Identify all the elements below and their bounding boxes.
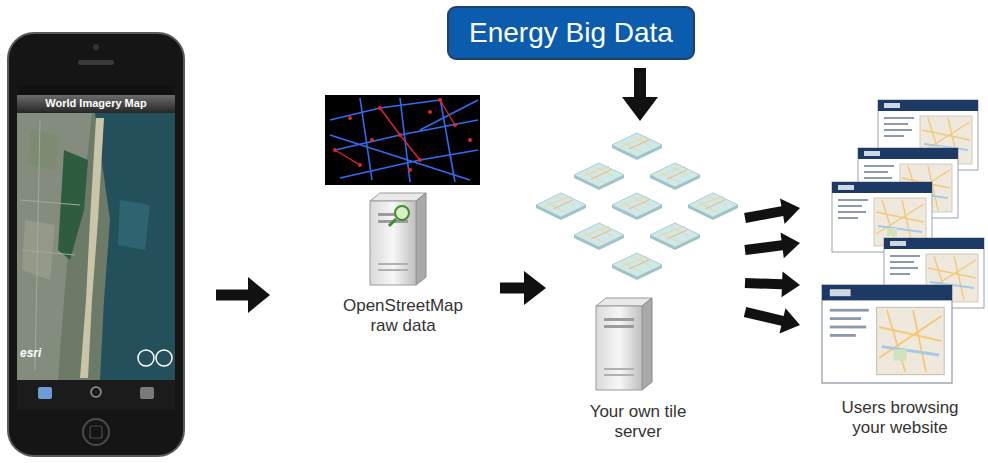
flow-arrow	[745, 271, 800, 297]
server-icon	[596, 298, 652, 390]
node-caption: Users browsing your website	[830, 398, 970, 439]
raw-data-node: OpenStreetMap raw data	[318, 90, 488, 345]
flow-arrow	[622, 68, 658, 121]
node-caption: Your own tile server	[583, 402, 693, 443]
phone-illustration	[8, 33, 184, 456]
server-icon	[370, 193, 426, 285]
map-tiles	[536, 133, 738, 280]
raw-map-image	[325, 95, 480, 185]
website-screenshots	[822, 100, 984, 383]
box-title: Energy Big Data	[469, 17, 673, 49]
data-source-box: Energy Big Data	[447, 6, 695, 60]
node-caption: OpenStreetMap raw data	[333, 296, 473, 337]
magnifier-icon	[389, 206, 409, 226]
flow-arrow	[744, 307, 800, 333]
brand-logo-text: esri	[20, 346, 41, 360]
flow-arrow	[744, 198, 800, 224]
flow-arrow	[744, 232, 800, 258]
website-node: Users browsing your website	[815, 95, 985, 450]
flow-arrow	[500, 271, 546, 305]
app-title: World Imagery Map	[8, 96, 184, 110]
tile-server-node: Your own tile server	[548, 125, 728, 448]
flow-arrow	[216, 277, 270, 313]
phone-node: World Imagery Map esri	[8, 33, 184, 456]
